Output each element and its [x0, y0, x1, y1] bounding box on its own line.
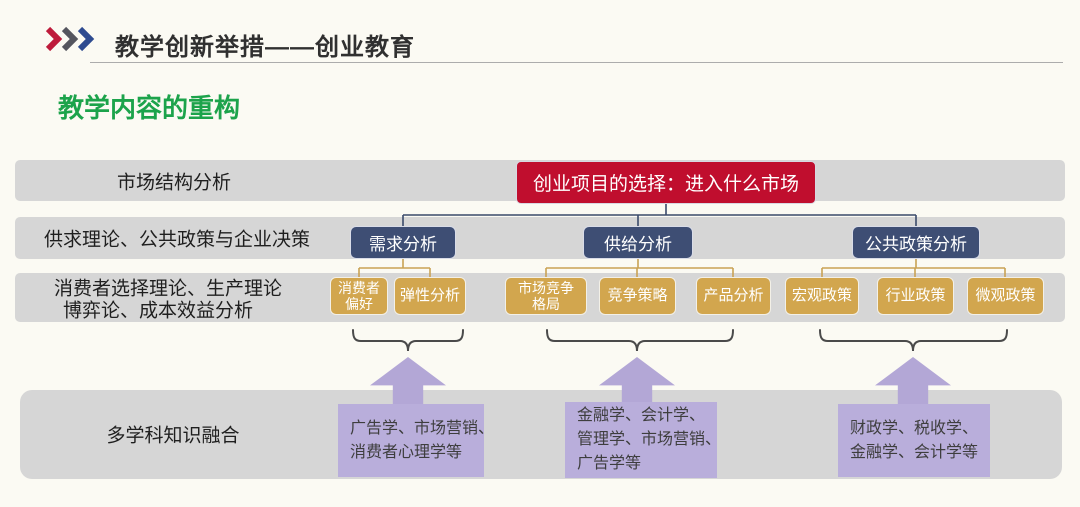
- page-title: 教学创新举措——创业教育: [115, 34, 415, 61]
- section-subtitle: 教学内容的重构: [58, 94, 241, 124]
- band-label-consumer-theory-line1: 消费者选择理论、生产理论: [53, 278, 283, 300]
- band-label-market-structure: 市场结构分析: [116, 172, 232, 194]
- node-product-analysis: 产品分析: [696, 277, 771, 315]
- header-divider: [90, 62, 1063, 63]
- chevron-icon: [61, 26, 79, 52]
- node-line: 市场竞争: [518, 279, 574, 296]
- knowledge-line: 金融学、会计学、: [577, 407, 706, 424]
- knowledge-box-marketing: 广告学、市场营销、 消费者心理学等: [338, 404, 495, 477]
- node-public-policy-analysis: 公共政策分析: [852, 226, 980, 259]
- node-supply-analysis: 供给分析: [583, 226, 693, 259]
- knowledge-line: 广告学等: [577, 455, 642, 472]
- node-line: 格局: [532, 296, 560, 312]
- chevron-icon: [77, 26, 95, 52]
- node-line: 产品分析: [703, 287, 764, 305]
- node-micro-policy: 微观政策: [967, 277, 1044, 315]
- band-label-supply-demand: 供求理论、公共政策与企业决策: [43, 229, 311, 251]
- node-elasticity-analysis: 弹性分析: [394, 277, 466, 315]
- node-consumer-preference: 消费者 偏好: [330, 277, 388, 315]
- brace-group2: [546, 329, 734, 352]
- knowledge-box-fiscal-tax: 财政学、税收学、 金融学、会计学等: [838, 404, 990, 477]
- node-line: 宏观政策: [791, 287, 852, 305]
- knowledge-box-finance-management: 金融学、会计学、 管理学、市场营销、 广告学等: [565, 402, 722, 478]
- triple-chevron-icon: [45, 26, 95, 52]
- knowledge-line: 管理学、市场营销、: [577, 431, 722, 448]
- knowledge-line: 消费者心理学等: [350, 443, 463, 461]
- node-line: 弹性分析: [399, 287, 460, 305]
- node-line: 微观政策: [975, 287, 1036, 305]
- node-line: 消费者: [338, 279, 380, 296]
- node-industry-policy: 行业政策: [877, 277, 954, 315]
- node-competition-strategy: 竞争策略: [599, 277, 676, 315]
- knowledge-line: 财政学、税收学、: [850, 419, 979, 437]
- knowledge-line: 金融学、会计学等: [850, 443, 979, 461]
- knowledge-line: 广告学、市场营销、: [350, 419, 495, 437]
- band-label-multidiscipline: 多学科知识融合: [106, 425, 240, 447]
- brace-group1: [352, 329, 464, 352]
- node-line: 行业政策: [885, 287, 946, 305]
- brace-group3: [819, 329, 1008, 352]
- node-line: 竞争策略: [607, 287, 668, 305]
- node-macro-policy: 宏观政策: [785, 277, 859, 315]
- node-demand-analysis: 需求分析: [350, 226, 456, 259]
- root-box-project-choice: 创业项目的选择：进入什么市场: [516, 161, 816, 204]
- band-label-consumer-theory-line2: 博弈论、成本效益分析: [62, 300, 254, 322]
- node-line: 偏好: [345, 296, 373, 312]
- node-market-competition-structure: 市场竞争 格局: [505, 277, 587, 315]
- chevron-icon: [45, 26, 63, 52]
